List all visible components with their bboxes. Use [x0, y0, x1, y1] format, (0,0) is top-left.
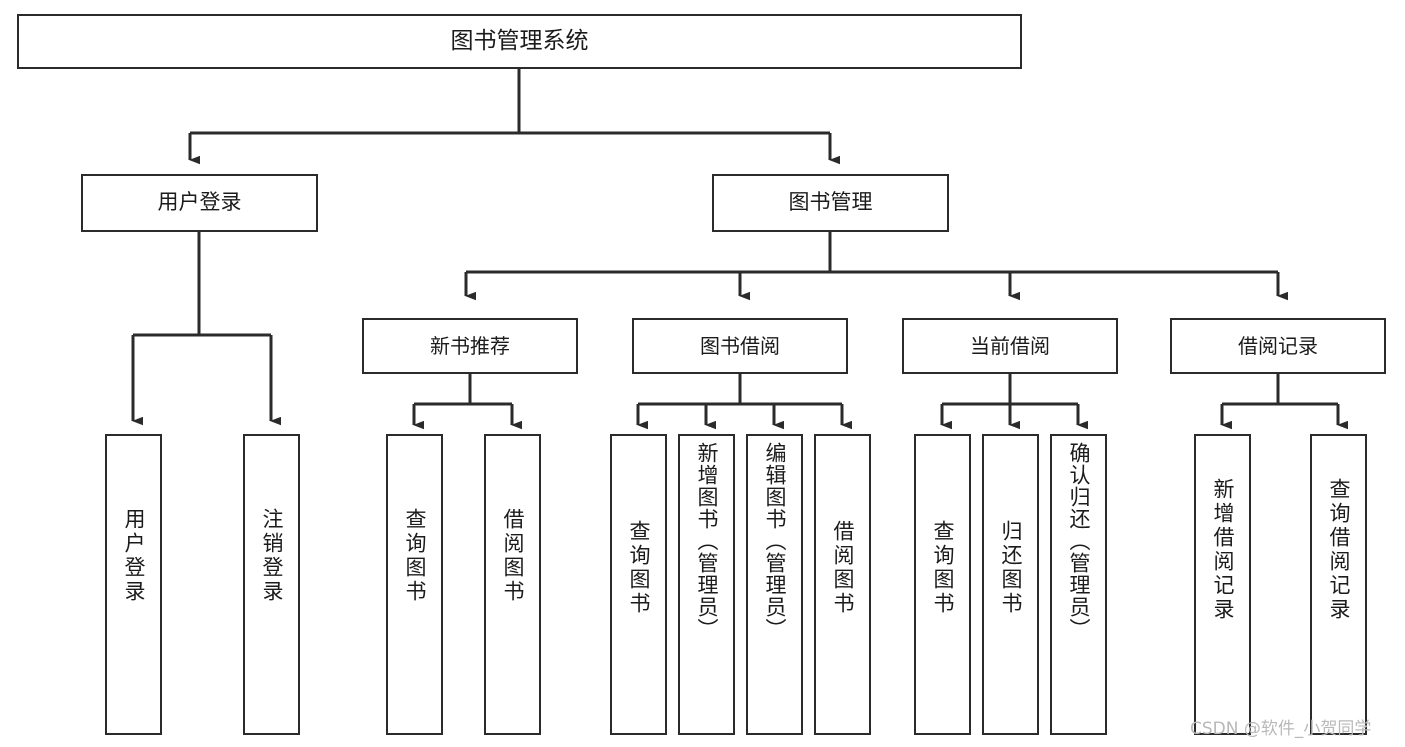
leaf-user-login-logout[interactable]: 注销登录	[243, 434, 300, 735]
node-book-borrow[interactable]: 图书借阅	[632, 318, 848, 374]
node-label: 借阅记录	[1238, 333, 1318, 358]
node-label: 图书管理	[788, 190, 873, 215]
node-new-book-recommend[interactable]: 新书推荐	[362, 318, 578, 374]
leaf-recommend-borrow-book[interactable]: 借阅图书	[484, 434, 541, 735]
node-label: 新书推荐	[430, 333, 510, 358]
node-label: 用户登录	[157, 190, 242, 215]
leaf-borrow-query-book[interactable]: 查询图书	[610, 434, 667, 735]
node-root-system[interactable]: 图书管理系统	[17, 14, 1022, 69]
node-label: 当前借阅	[970, 333, 1050, 358]
leaf-records-add-record[interactable]: 新增借阅记录	[1194, 434, 1251, 735]
leaf-records-query-record[interactable]: 查询借阅记录	[1310, 434, 1367, 735]
leaf-borrow-borrow-book[interactable]: 借阅图书	[814, 434, 871, 735]
leaf-current-confirm-return-admin[interactable]: 确认归还（管理员）	[1050, 434, 1107, 735]
leaf-user-login-login[interactable]: 用户登录	[105, 434, 162, 735]
node-label: 归还图书	[999, 520, 1023, 616]
node-label: 查询图书	[403, 508, 427, 604]
node-label: 借阅图书	[501, 508, 525, 604]
node-borrow-records[interactable]: 借阅记录	[1170, 318, 1386, 374]
node-user-login[interactable]: 用户登录	[81, 174, 318, 232]
node-label: 新增借阅记录	[1211, 478, 1235, 622]
leaf-borrow-edit-book-admin[interactable]: 编辑图书（管理员）	[746, 434, 803, 735]
node-book-management[interactable]: 图书管理	[712, 174, 949, 232]
node-label: 查询图书	[931, 520, 955, 616]
node-label: 注销登录	[260, 508, 284, 604]
node-label: 查询图书	[627, 520, 651, 616]
node-label: 编辑图书（管理员）	[763, 442, 787, 640]
node-label: 新增图书（管理员）	[695, 442, 719, 640]
watermark-text: CSDN @软件_小贺同学	[1190, 719, 1372, 739]
node-label: 图书管理系统	[450, 27, 589, 54]
node-label: 借阅图书	[831, 520, 855, 616]
node-current-borrow[interactable]: 当前借阅	[902, 318, 1118, 374]
leaf-current-query-book[interactable]: 查询图书	[914, 434, 971, 735]
leaf-recommend-query-book[interactable]: 查询图书	[386, 434, 443, 735]
node-label: 用户登录	[122, 508, 146, 604]
node-label: 查询借阅记录	[1327, 478, 1351, 622]
node-label: 图书借阅	[700, 333, 780, 358]
leaf-borrow-add-book-admin[interactable]: 新增图书（管理员）	[678, 434, 735, 735]
node-label: 确认归还（管理员）	[1067, 442, 1091, 640]
leaf-current-return-book[interactable]: 归还图书	[982, 434, 1039, 735]
